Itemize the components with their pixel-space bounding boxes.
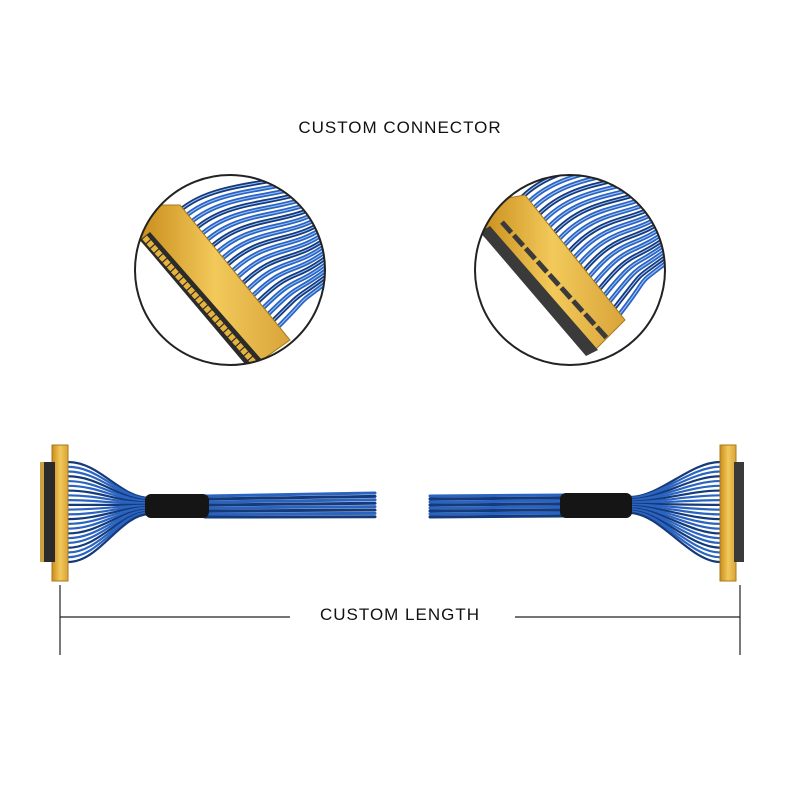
wire-highlight	[614, 259, 665, 321]
wire	[203, 501, 377, 507]
wire-highlight	[530, 175, 665, 224]
wire-highlight	[598, 240, 665, 303]
slot	[559, 286, 573, 300]
wire	[66, 512, 152, 564]
wire-highlight	[248, 247, 325, 301]
pin	[146, 240, 155, 248]
pin	[199, 300, 208, 309]
wire	[428, 511, 567, 516]
left-connector-zoom	[134, 174, 326, 366]
slot	[547, 272, 561, 287]
wire	[203, 498, 377, 504]
right-cable-assembly	[428, 444, 744, 582]
pin	[166, 263, 175, 272]
wire	[428, 496, 567, 501]
wire-highlight	[242, 241, 325, 295]
right-cable-wires	[428, 460, 722, 564]
wire-highlight	[535, 175, 665, 230]
pin	[203, 305, 212, 314]
wire	[203, 494, 377, 501]
wire	[203, 508, 377, 513]
length-dimension-line	[59, 585, 741, 655]
wire	[428, 514, 567, 519]
pin	[142, 235, 151, 244]
pin	[207, 310, 216, 318]
left-cable-wires	[66, 460, 377, 564]
slot	[583, 312, 597, 327]
slot	[523, 246, 537, 261]
slot	[595, 325, 609, 340]
wire-highlight	[609, 253, 665, 315]
wire-highlight	[263, 266, 325, 319]
wire-highlight	[514, 175, 665, 206]
wire-highlight	[232, 228, 325, 283]
wire	[428, 499, 567, 504]
right-connector-zoom	[474, 174, 666, 366]
pin	[219, 324, 228, 332]
right-zoom-slots	[500, 220, 609, 340]
wire-highlight	[274, 279, 325, 331]
pin	[187, 286, 196, 295]
pin	[158, 254, 167, 262]
pin	[236, 342, 244, 351]
pin	[223, 328, 232, 337]
left-cable-assembly	[40, 444, 377, 582]
wire-highlight	[237, 235, 325, 289]
pin	[240, 347, 249, 356]
wire-highlight	[258, 260, 325, 313]
pin	[179, 277, 187, 286]
wire-highlight	[269, 273, 325, 325]
wire-highlight	[174, 175, 325, 216]
wire-highlight	[253, 254, 325, 307]
pin	[232, 338, 240, 346]
slot	[535, 259, 549, 274]
wire	[428, 508, 567, 513]
wire-highlight	[603, 246, 665, 309]
wire-highlight	[519, 175, 665, 212]
pin	[170, 268, 179, 276]
custom-length-caption: CUSTOM LENGTH	[290, 605, 510, 625]
custom-connector-caption: CUSTOM CONNECTOR	[298, 118, 502, 137]
wire	[428, 505, 567, 510]
pin	[154, 249, 163, 258]
pin	[183, 282, 191, 290]
wire	[203, 511, 377, 516]
left-cable-sleeve	[145, 494, 209, 518]
slot	[500, 220, 514, 235]
wire-highlight	[593, 234, 665, 297]
slot	[571, 299, 585, 313]
wire	[428, 502, 567, 507]
left-connector-pins	[43, 462, 55, 562]
right-connector-body	[719, 444, 737, 582]
left-connector-pin-tips	[40, 462, 44, 562]
right-zoom-circle-outline	[474, 174, 666, 366]
pin	[191, 291, 200, 300]
pin	[227, 333, 236, 342]
pin	[211, 314, 220, 323]
pin	[195, 296, 204, 304]
wire	[203, 505, 377, 510]
left-zoom-circle-outline	[134, 174, 326, 366]
pin	[150, 244, 159, 253]
wire	[203, 491, 377, 498]
right-connector-edge	[734, 462, 744, 562]
pin	[244, 352, 253, 360]
right-cable-sleeve	[560, 493, 632, 518]
slot	[511, 233, 526, 248]
right-zoom-edge	[480, 226, 598, 356]
wire	[428, 493, 567, 498]
pin	[162, 258, 171, 267]
pin	[175, 272, 183, 281]
wire	[628, 511, 722, 564]
pin	[215, 319, 224, 328]
